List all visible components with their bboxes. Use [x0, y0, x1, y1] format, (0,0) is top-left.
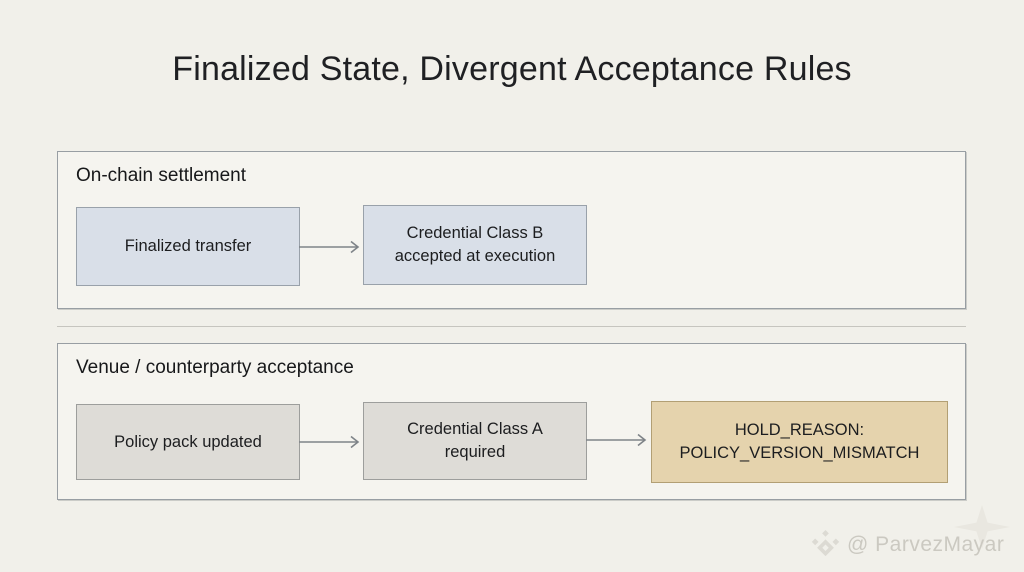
node-label: Credential Class B accepted at execution: [394, 224, 556, 265]
section-on-chain-settlement: On-chain settlement Finalized transfer C…: [57, 151, 966, 309]
watermark: @ ParvezMayar: [810, 529, 1004, 560]
node-label: Policy pack updated: [114, 432, 262, 451]
section-venue-counterparty-acceptance: Venue / counterparty acceptance Policy p…: [57, 343, 966, 500]
arrow-right-icon: [586, 433, 647, 447]
section-divider: [57, 326, 966, 327]
node-hold-reason: HOLD_REASON: POLICY_VERSION_MISMATCH: [651, 401, 948, 483]
node-label: Credential Class A required: [407, 420, 543, 461]
node-credential-class-a: Credential Class A required: [363, 402, 587, 480]
page-title: Finalized State, Divergent Acceptance Ru…: [172, 50, 852, 88]
section-label: Venue / counterparty acceptance: [76, 357, 354, 378]
arrow-right-icon: [299, 435, 360, 449]
node-credential-class-b: Credential Class B accepted at execution: [363, 205, 587, 285]
arrow-right-icon: [299, 240, 360, 254]
node-policy-pack-updated: Policy pack updated: [76, 404, 300, 480]
node-finalized-transfer: Finalized transfer: [76, 207, 300, 286]
watermark-handle: @ ParvezMayar: [847, 532, 1005, 556]
binance-diamond-logo-icon: [811, 530, 840, 557]
node-label: HOLD_REASON: POLICY_VERSION_MISMATCH: [679, 421, 920, 462]
section-label: On-chain settlement: [76, 165, 247, 186]
node-label: Finalized transfer: [124, 237, 252, 256]
